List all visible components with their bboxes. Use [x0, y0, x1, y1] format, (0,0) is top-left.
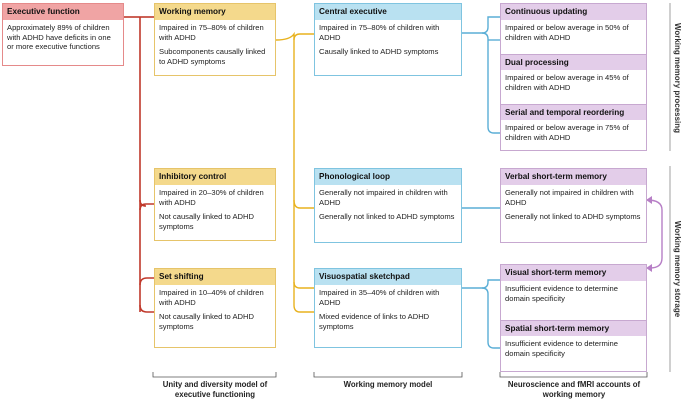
ef-to-set-upper [139, 277, 154, 286]
neuro-bottom-bracket [499, 372, 648, 378]
visual-stm-text: Insufficient evidence to determine domai… [505, 284, 618, 303]
verbal-stm-line-2: Generally not linked to ADHD symptoms [505, 212, 641, 222]
wm-bottom-bracket [313, 372, 463, 378]
working-memory-processing-box: Continuous updating Impaired or below av… [500, 3, 647, 151]
working-memory-title: Working memory [155, 4, 275, 20]
wm-to-central [293, 33, 314, 41]
inhibitory-control-line-1: Impaired in 20–30% of children with ADHD [159, 188, 264, 207]
visuo-to-visual [481, 279, 500, 289]
inhibitory-control-line-2: Not causally linked to ADHD symptoms [159, 212, 254, 231]
visual-stm-title: Visual short-term memory [501, 265, 646, 281]
unity-bottom-bracket [152, 372, 277, 378]
serial-reordering-text: Impaired or below average in 75% of chil… [505, 123, 629, 142]
ce-to-continuous [481, 16, 500, 34]
ce-connector [462, 32, 500, 134]
dual-processing-text: Impaired or below average in 45% of chil… [505, 73, 629, 92]
dual-processing-title: Dual processing [501, 54, 646, 70]
central-executive-line-1: Impaired in 75–80% of children with ADHD [319, 23, 440, 42]
inhibitory-control-title: Inhibitory control [155, 169, 275, 185]
phonological-loop-line-2: Generally not linked to ADHD symptoms [319, 212, 455, 222]
visuospatial-sketchpad-line-2: Mixed evidence of links to ADHD symptoms [319, 312, 430, 331]
ef-to-set-shifting [139, 199, 147, 207]
verbal-stm-box: Verbal short-term memory Generally not i… [500, 168, 647, 243]
wm-connector [275, 31, 314, 313]
spatial-stm-title: Spatial short-term memory [501, 320, 646, 336]
unity-caption: Unity and diversity model of executive f… [162, 380, 268, 399]
central-executive-title: Central executive [315, 4, 461, 20]
visuospatial-sketchpad-line-1: Impaired in 35–40% of children with ADHD [319, 288, 440, 307]
phonological-loop-line-1: Generally not impaired in children with … [319, 188, 448, 207]
set-shifting-line-2: Not causally linked to ADHD symptoms [159, 312, 254, 331]
wm-model-caption: Working memory model [343, 380, 433, 389]
wm-to-phono [293, 199, 314, 209]
working-memory-line-2: Subcomponents causally linked to ADHD sy… [159, 47, 266, 66]
verbal-stm-line-1: Generally not impaired in children with … [505, 188, 634, 207]
central-executive-box: Central executive Impaired in 75–80% of … [314, 3, 462, 76]
visuospatial-sketchpad-title: Visuospatial sketchpad [315, 269, 461, 285]
visuospatial-sketchpad-box: Visuospatial sketchpad Impaired in 35–40… [314, 268, 462, 348]
wm-to-visuo [293, 281, 314, 289]
continuous-updating-title: Continuous updating [501, 4, 646, 20]
storage-side-label: Working memory storage [673, 220, 682, 318]
neuro-caption: Neuroscience and fMRI accounts of workin… [507, 380, 641, 399]
arrowhead-top [646, 196, 652, 204]
phonological-loop-box: Phonological loop Generally not impaired… [314, 168, 462, 243]
phonological-loop-title: Phonological loop [315, 169, 461, 185]
executive-function-text: Approximately 89% of children with ADHD … [7, 23, 111, 52]
visuospatial-stm-box: Visual short-term memory Insufficient ev… [500, 264, 647, 372]
inhibitory-control-box: Inhibitory control Impaired in 20–30% of… [154, 168, 276, 241]
set-shifting-line-1: Impaired in 10–40% of children with ADHD [159, 288, 264, 307]
continuous-updating-text: Impaired or below average in 50% of chil… [505, 23, 629, 42]
executive-function-title: Executive function [3, 4, 123, 20]
visuo-connector [462, 287, 500, 349]
serial-reordering-title: Serial and temporal reordering [501, 104, 646, 120]
executive-function-box: Executive function Approximately 89% of … [2, 3, 124, 66]
processing-side-label: Working memory processing [673, 22, 682, 134]
arrowhead-bottom [646, 264, 652, 272]
working-memory-line-1: Impaired in 75–80% of children with ADHD [159, 23, 264, 42]
spatial-stm-text: Insufficient evidence to determine domai… [505, 339, 618, 358]
set-shifting-title: Set shifting [155, 269, 275, 285]
ef-to-set [139, 304, 154, 313]
verbal-stm-title: Verbal short-term memory [501, 169, 646, 185]
set-shifting-box: Set shifting Impaired in 10–40% of child… [154, 268, 276, 348]
central-executive-line-2: Causally linked to ADHD symptoms [319, 47, 439, 57]
working-memory-box: Working memory Impaired in 75–80% of chi… [154, 3, 276, 76]
storage-double-arrow [646, 199, 663, 269]
